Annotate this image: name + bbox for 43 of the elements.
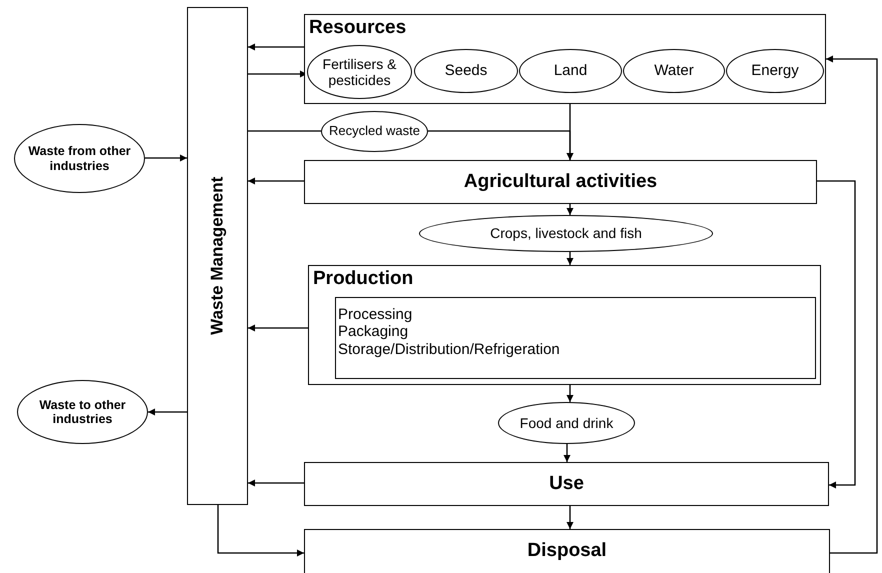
arrow xyxy=(148,408,187,416)
group-box xyxy=(308,265,821,385)
process-box xyxy=(187,7,248,505)
node-label: Seeds xyxy=(444,62,488,80)
list-item: Packaging xyxy=(338,323,410,340)
box-heading: Production xyxy=(313,268,414,290)
list-item: Storage/Distribution/Refrigeration xyxy=(338,340,561,358)
arrow xyxy=(145,154,187,162)
arrow xyxy=(248,178,304,184)
arrow xyxy=(248,44,304,50)
node-label: Waste Management xyxy=(208,176,228,336)
node-label: Water xyxy=(653,62,695,80)
arrow xyxy=(248,480,304,486)
node-label: Waste to other industries xyxy=(38,398,127,426)
resource-ellipse xyxy=(726,49,824,93)
arrow xyxy=(566,506,574,529)
arrow xyxy=(248,324,308,332)
box-heading: Resources xyxy=(309,17,406,39)
arrow xyxy=(566,204,574,215)
group-box xyxy=(304,14,826,104)
arrow xyxy=(564,444,570,462)
node-label: Food and drink xyxy=(518,414,614,432)
process-box xyxy=(304,529,830,573)
node-label: Fertilisers & pesticides xyxy=(322,56,398,88)
process-box xyxy=(304,462,829,506)
node-label: Waste from other industries xyxy=(27,144,132,173)
arrow xyxy=(566,252,574,265)
connector-line xyxy=(248,130,321,132)
node-label: Disposal xyxy=(526,540,608,562)
process-box xyxy=(335,297,816,379)
arrow xyxy=(566,104,574,160)
node-label: Agricultural activities xyxy=(464,171,658,193)
list-item: Processing xyxy=(338,306,414,324)
node-label: Land xyxy=(552,62,588,80)
arrow xyxy=(217,505,304,556)
node-label: Recycled waste xyxy=(328,124,422,139)
arrow xyxy=(817,180,856,488)
arrow xyxy=(566,385,574,402)
process-box xyxy=(304,160,817,204)
arrow xyxy=(826,56,878,554)
node-label: Use xyxy=(549,473,584,495)
node-label: Crops, livestock and fish xyxy=(489,225,643,242)
node-label: Energy xyxy=(750,62,800,80)
